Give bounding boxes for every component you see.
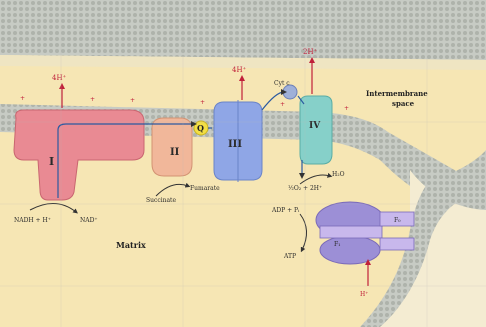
complex-II-label: II <box>170 147 180 158</box>
f1-label: F₁ <box>334 241 341 248</box>
svg-text:+: + <box>344 105 349 112</box>
proton-label-I: 4H⁺ <box>52 74 67 82</box>
atp-synthase-rotor <box>320 226 382 238</box>
svg-text:+: + <box>20 95 25 102</box>
outer-membrane <box>0 0 486 60</box>
intermembrane-label-line2: space <box>392 99 415 108</box>
svg-text:+: + <box>130 97 135 104</box>
h2o-label: H₂O <box>332 171 345 178</box>
atp-synthase-f1 <box>320 236 380 264</box>
complex-IV-label: IV <box>309 121 321 131</box>
q-label: Q <box>197 123 204 133</box>
complex-I-label: I <box>49 155 54 168</box>
fumarate-label: Fumarate <box>190 185 220 192</box>
atp-synthase-stator-b <box>380 238 414 250</box>
intermembrane-label-line1: Intermembrane <box>366 89 428 98</box>
matrix-label: Matrix <box>116 240 146 250</box>
nadh-label: NADH + H⁺ <box>14 217 51 224</box>
complex-III-label: III <box>228 139 242 150</box>
cyt-c-label: Cyt c <box>274 80 290 87</box>
f0-label: F₀ <box>394 217 401 224</box>
succinate-label: Succinate <box>146 197 176 204</box>
svg-text:+: + <box>90 96 95 103</box>
svg-text:+: + <box>280 101 285 108</box>
h-plus-label: H⁺ <box>360 291 368 298</box>
cytochrome-c <box>283 85 297 99</box>
svg-text:+: + <box>200 99 205 106</box>
nad-label: NAD⁺ <box>80 217 98 224</box>
proton-label-III: 4H⁺ <box>232 66 247 74</box>
adp-label: ADP + Pᵢ <box>271 207 300 214</box>
atp-label: ATP <box>283 253 296 260</box>
